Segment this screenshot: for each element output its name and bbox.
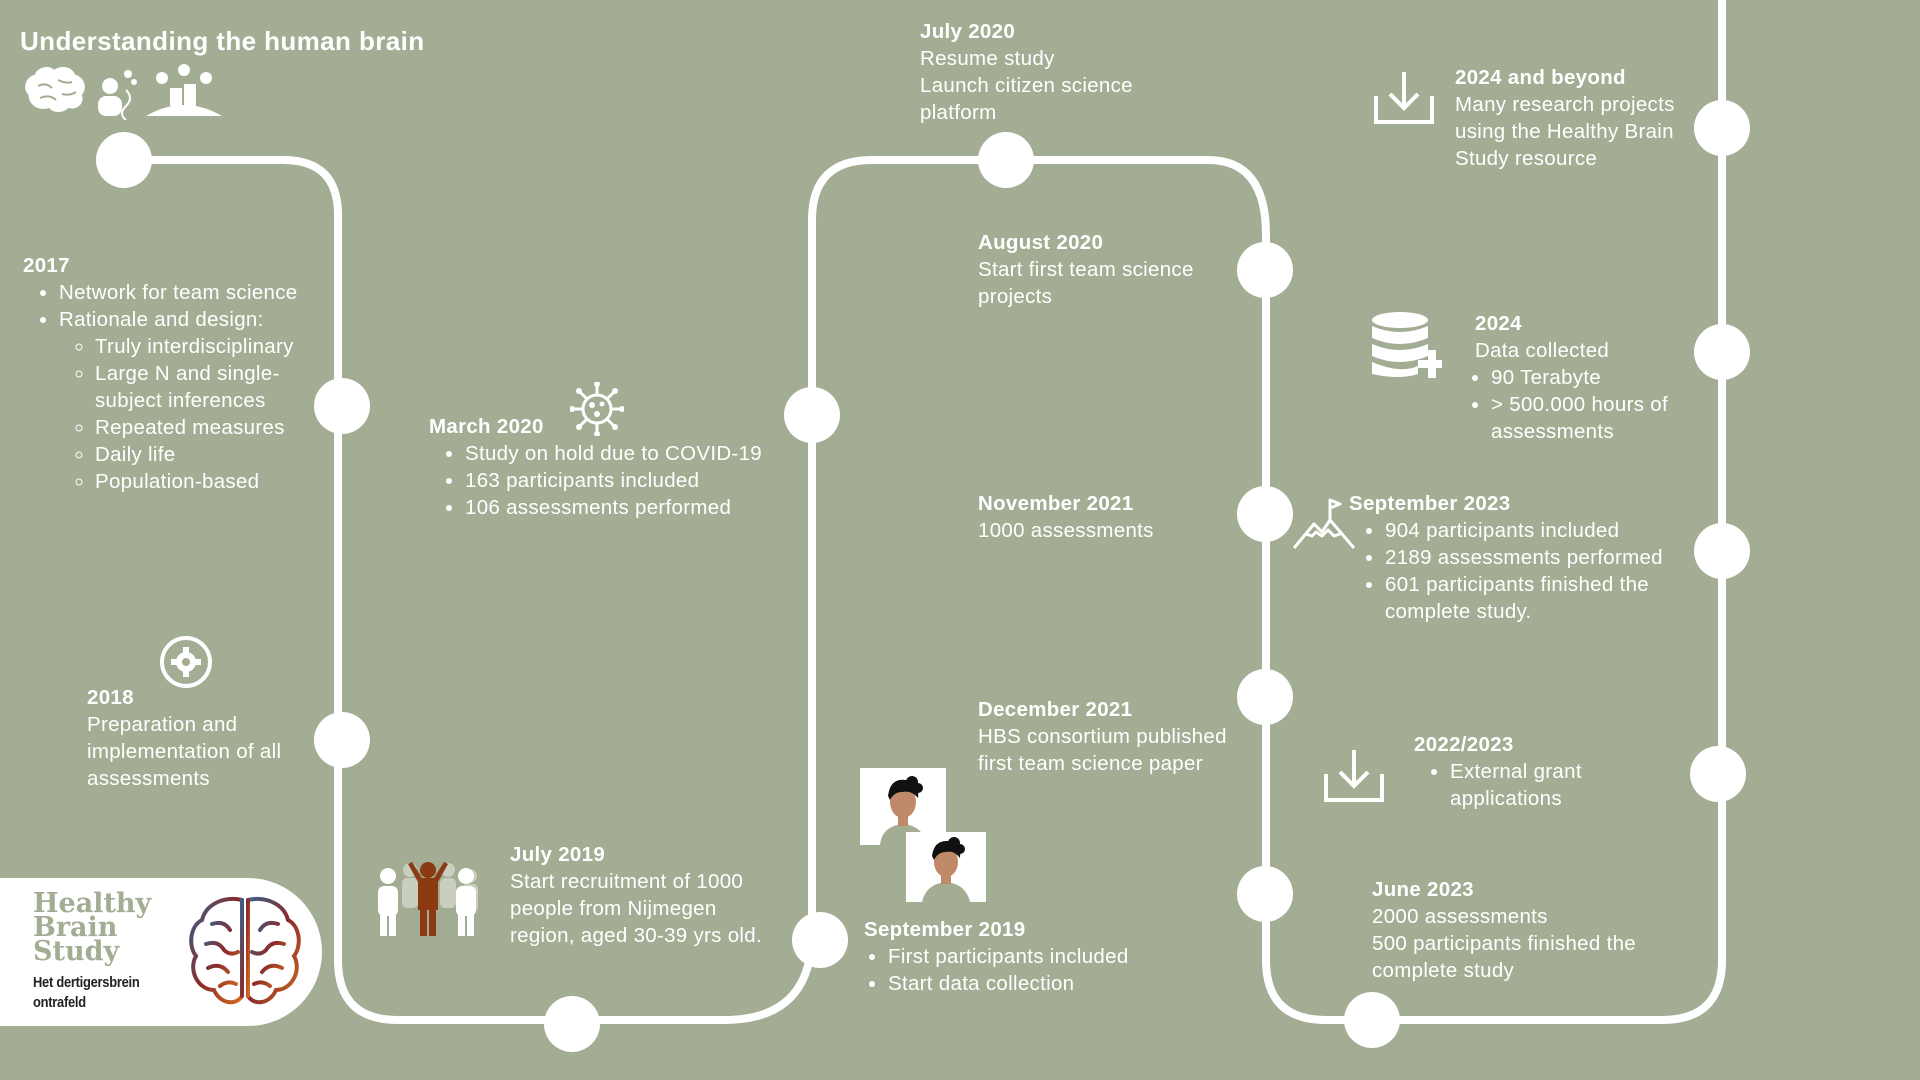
milestone-text: Resume study — [920, 47, 1055, 70]
list-item: 601 participants finished the complete s… — [1385, 571, 1699, 625]
list-item: 106 assessments performed — [465, 494, 809, 521]
milestone-dot[interactable] — [784, 387, 840, 443]
milestone-dot[interactable] — [314, 378, 370, 434]
milestone-heading: July 2020 — [920, 20, 1016, 43]
milestone-dot[interactable] — [1344, 992, 1400, 1048]
people-group-icon — [378, 862, 478, 936]
list-item: Population-based — [95, 468, 343, 495]
download-icon — [1324, 750, 1384, 802]
list-item: Daily life — [95, 441, 343, 468]
milestone-dot[interactable] — [978, 132, 1034, 188]
logo-line: Brain — [33, 912, 118, 943]
milestone-dot[interactable] — [314, 712, 370, 768]
milestone-text: Data collected — [1475, 339, 1610, 362]
logo-tagline-line: ontrafeld — [33, 994, 86, 1011]
header-icon-row — [25, 64, 222, 120]
milestone-heading: 2017 — [23, 254, 70, 277]
list-item: Study on hold due to COVID-19 — [465, 440, 809, 467]
list-item: 90 Terabyte — [1491, 364, 1705, 391]
milestone-dot[interactable] — [544, 996, 600, 1052]
download-icon — [1374, 72, 1434, 124]
brain-logo-icon — [189, 897, 301, 1005]
milestone-march-2020: March 2020 Study on hold due to COVID-19… — [429, 413, 809, 521]
list-item: Large N and single-subject inferences — [95, 360, 343, 414]
milestone-heading: 2022/2023 — [1414, 733, 1514, 756]
milestone-november-2021: November 2021 1000 assessments — [978, 490, 1248, 544]
milestone-heading: June 2023 — [1372, 878, 1474, 901]
milestone-2017: 2017 Network for team science Rationale … — [23, 252, 343, 495]
milestone-heading: March 2020 — [429, 415, 544, 438]
community-icon — [146, 64, 222, 116]
milestone-heading: 2018 — [87, 686, 134, 709]
milestone-dot[interactable] — [1237, 242, 1293, 298]
page-title: Understanding the human brain — [20, 26, 425, 56]
database-plus-icon — [1372, 312, 1442, 378]
milestone-heading: November 2021 — [978, 492, 1134, 515]
milestone-2024-and-beyond: 2024 and beyond Many research projects u… — [1455, 64, 1685, 172]
milestone-text: 1000 assessments — [978, 519, 1154, 542]
milestone-dot[interactable] — [1237, 866, 1293, 922]
milestone-june-2023: June 2023 2000 assessments 500 participa… — [1372, 876, 1672, 984]
list-item: First participants included — [888, 943, 1204, 970]
milestone-2022-2023: 2022/2023 External grant applications — [1414, 731, 1664, 812]
milestone-text: Start first team science projects — [978, 258, 1194, 308]
list-item: Rationale and design: — [59, 308, 264, 331]
milestone-2018: 2018 Preparation and implementation of a… — [87, 684, 317, 792]
scientist-dna-icon — [98, 70, 137, 120]
milestone-july-2019: July 2019 Start recruitment of 1000 peop… — [510, 841, 780, 949]
milestone-heading: August 2020 — [978, 231, 1104, 254]
milestone-september-2019: September 2019 First participants includ… — [864, 916, 1204, 997]
list-item: Start data collection — [888, 970, 1204, 997]
milestone-december-2021: December 2021 HBS consortium published f… — [978, 696, 1258, 777]
virus-icon — [570, 382, 624, 436]
milestone-text: Preparation and implementation of all as… — [87, 713, 282, 790]
milestone-august-2020: August 2020 Start first team science pro… — [978, 229, 1248, 310]
list-item: 2189 assessments performed — [1385, 544, 1699, 571]
logo-line: Healthy — [33, 888, 152, 919]
brain-icon — [25, 67, 85, 112]
mountain-flag-icon — [1292, 498, 1356, 549]
logo-tagline-line: Het dertigersbrein — [33, 974, 140, 991]
milestone-heading: 2024 and beyond — [1455, 66, 1626, 89]
milestone-heading: September 2023 — [1349, 492, 1511, 515]
milestone-text: Start recruitment of 1000 people from Ni… — [510, 870, 762, 947]
milestone-dot[interactable] — [96, 132, 152, 188]
milestone-dot[interactable] — [1694, 324, 1750, 380]
logo-wordmark: Healthy Brain Study — [33, 888, 152, 967]
list-item: 163 participants included — [465, 467, 809, 494]
milestone-text: Many research projects using the Healthy… — [1455, 93, 1675, 170]
milestone-july-2020: July 2020 Resume study Launch citizen sc… — [920, 18, 1200, 126]
milestone-dot[interactable] — [1694, 523, 1750, 579]
person-avatar-icon — [922, 837, 970, 902]
milestone-heading: December 2021 — [978, 698, 1133, 721]
milestone-text: 500 participants finished the complete s… — [1372, 932, 1636, 982]
milestone-september-2023: September 2023 904 participants included… — [1349, 490, 1699, 625]
list-item: Repeated measures — [95, 414, 343, 441]
milestone-text: Launch citizen science platform — [920, 74, 1133, 124]
milestone-text: HBS consortium published first team scie… — [978, 725, 1227, 775]
milestone-heading: July 2019 — [510, 843, 606, 866]
logo-tagline: Het dertigersbrein ontrafeld — [33, 973, 140, 1013]
list-item: 904 participants included — [1385, 517, 1699, 544]
participant-photo — [906, 832, 986, 902]
list-item: External grant applications — [1450, 758, 1664, 812]
milestone-dot[interactable] — [792, 912, 848, 968]
list-item: Network for team science — [59, 279, 343, 306]
milestone-dot[interactable] — [1237, 669, 1293, 725]
cycle-gear-icon — [160, 636, 212, 688]
list-item: Truly interdisciplinary — [95, 333, 343, 360]
milestone-text: 2000 assessments — [1372, 905, 1548, 928]
logo-line: Study — [33, 936, 120, 967]
list-item: > 500.000 hours of assessments — [1491, 391, 1705, 445]
milestone-heading: 2024 — [1475, 312, 1522, 335]
milestone-dot[interactable] — [1690, 746, 1746, 802]
milestone-2024: 2024 Data collected 90 Terabyte > 500.00… — [1475, 310, 1705, 445]
milestone-dot[interactable] — [1694, 100, 1750, 156]
milestone-heading: September 2019 — [864, 918, 1026, 941]
milestone-dot[interactable] — [1237, 486, 1293, 542]
